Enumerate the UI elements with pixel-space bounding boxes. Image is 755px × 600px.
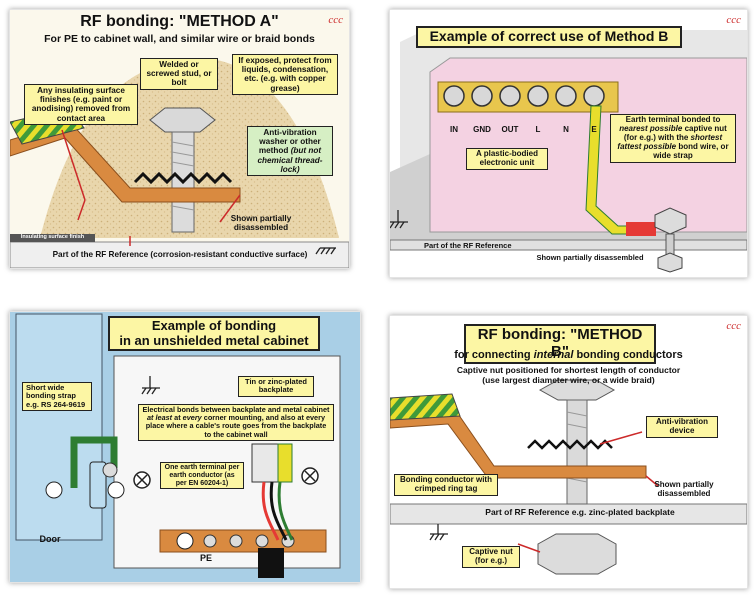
panel-a-title: RF bonding: "METHOD A" — [80, 13, 279, 30]
insulating-finish-strip — [10, 234, 95, 242]
earth-text-3: captive nut (for e.g.) with the — [623, 123, 727, 142]
label-exposed: If exposed, protect from liquids, conden… — [232, 54, 338, 95]
strap-part-number: e.g. RS 264-9619 — [26, 399, 86, 409]
label-insulating-small: Insulating surface finish — [20, 234, 85, 240]
washer-note: (but not chemical thread-lock) — [257, 146, 323, 174]
terminal-label-in: IN — [450, 125, 458, 134]
panel-method-b: ccc RF bonding: "METHOD B" for connectin… — [389, 315, 748, 589]
label-rf-reference-b: Part of the RF Reference — [424, 241, 512, 250]
rf-reference-plate — [390, 239, 747, 251]
panel-method-a: ccc RF bonding: "METHOD A" For PE to cab… — [9, 9, 350, 269]
captive-nut-note: Captive nut positioned for shortest leng… — [390, 365, 747, 386]
ccc-logo: ccc — [726, 320, 741, 332]
label-electrical-bonds: Electrical bonds between backplate and m… — [138, 404, 334, 441]
terminal-label-gnd: GND — [473, 125, 491, 134]
screw-head — [538, 379, 616, 401]
ground-symbol — [141, 376, 160, 395]
captive-note-line1: Captive nut positioned for shortest leng… — [456, 365, 681, 375]
captive-note-line2: (use largest diameter wire, or a wide br… — [482, 374, 655, 385]
captive-nut — [654, 207, 687, 235]
earth-text-4: shortest fattest possible — [617, 132, 723, 151]
captive-nut — [537, 533, 617, 575]
label-earth-terminal: Earth terminal bonded to nearest possibl… — [610, 114, 736, 163]
method-b-illustration — [390, 379, 747, 575]
bonding-strap — [70, 436, 118, 488]
label-stud: Welded or screwed stud, or bolt — [140, 58, 218, 90]
terminal-label-l: L — [535, 125, 541, 134]
label-shown-b: Shown partially disassembled — [536, 253, 644, 262]
anti-vibration-device — [527, 439, 613, 450]
method-b-example-illustration — [390, 30, 747, 273]
hex-nut — [149, 107, 216, 133]
panel-c-title: Example of bonding in an unshielded meta… — [108, 316, 320, 352]
bonds-every: every — [182, 413, 202, 423]
subtitle-em: internal — [533, 349, 574, 361]
bonds-text-3: corner mounting, and also at every place… — [145, 413, 327, 439]
cable-gland — [258, 548, 284, 578]
label-washer: Anti-vibration washer or other method (b… — [247, 126, 333, 176]
subtitle-pre: for connecting — [454, 349, 534, 361]
label-rf-reference-a: Part of the RF Reference (corrosion-resi… — [52, 250, 308, 259]
ccc-logo: ccc — [726, 14, 741, 26]
bonds-at-least: at least — [146, 413, 173, 423]
earth-text-5: bond wire, or wide strap — [653, 141, 729, 160]
label-bonding-conductor: Bonding conductor with crimped ring tag — [394, 474, 498, 496]
panel-unshielded-cabinet: Example of bonding in an unshielded meta… — [9, 311, 361, 583]
label-pe: PE — [199, 553, 212, 563]
ground-symbol — [315, 247, 336, 255]
label-backplate: Tin or zinc-plated backplate — [238, 376, 314, 397]
panel-a-subtitle: For PE to cabinet wall, and similar wire… — [44, 33, 315, 45]
earth-text-1: Earth terminal bonded to — [625, 115, 721, 124]
ground-symbol — [429, 524, 448, 541]
terminal-label-e: E — [591, 125, 597, 134]
strap-text: Short wide bonding strap — [26, 383, 76, 401]
panel-d-subtitle: for connecting internal bonding conducto… — [390, 349, 747, 362]
terminal-label-out: OUT — [501, 125, 519, 134]
panel-b-title: Example of correct use of Method B — [416, 26, 682, 48]
label-insulating-finish: Any insulating surface finishes (e.g. pa… — [24, 84, 138, 125]
ring-tag — [390, 407, 647, 479]
label-bonding-strap: Short wide bonding strap e.g. RS 264-961… — [22, 382, 92, 412]
bonds-text-2: at — [172, 413, 183, 423]
label-anti-vibration: Anti-vibration device — [646, 416, 718, 438]
rf-reference-surface — [10, 241, 349, 268]
panel-method-b-example: ccc Example of correct use of Method B I… — [389, 9, 748, 278]
washer-text: Anti-vibration washer or other method — [258, 128, 321, 156]
label-captive-nut: Captive nut (for e.g.) — [462, 546, 520, 568]
label-rf-reference-d: Part of RF Reference e.g. zinc-plated ba… — [485, 507, 675, 517]
label-shown-d: Shown partially disassembled — [654, 480, 714, 499]
terminal-label-n: N — [563, 125, 569, 134]
ccc-logo: ccc — [328, 14, 343, 26]
panel-c-title-line2: in an unshielded metal cabinet — [119, 332, 309, 348]
label-plastic-unit: A plastic-bodied electronic unit — [466, 148, 548, 170]
cabinet-door — [15, 313, 103, 541]
label-shown-a: Shown partially disassembled — [230, 214, 292, 233]
earth-text-2: nearest possible — [619, 123, 683, 133]
bonds-text-1: Electrical bonds between backplate and m… — [142, 405, 330, 414]
label-earth-terminal-c: One earth terminal per earth conductor (… — [160, 462, 244, 490]
bonding-strap — [10, 121, 241, 203]
terminal-block — [251, 443, 279, 483]
bonding-conductor — [390, 393, 461, 421]
subtitle-post: bonding conductors — [573, 349, 683, 361]
ground-symbol — [390, 210, 408, 229]
panel-c-title-line1: Example of bonding — [151, 318, 277, 333]
label-door: Door — [39, 534, 61, 544]
anti-vibration-washer — [133, 171, 233, 185]
panel-d-title: RF bonding: "METHOD B" — [464, 324, 656, 364]
